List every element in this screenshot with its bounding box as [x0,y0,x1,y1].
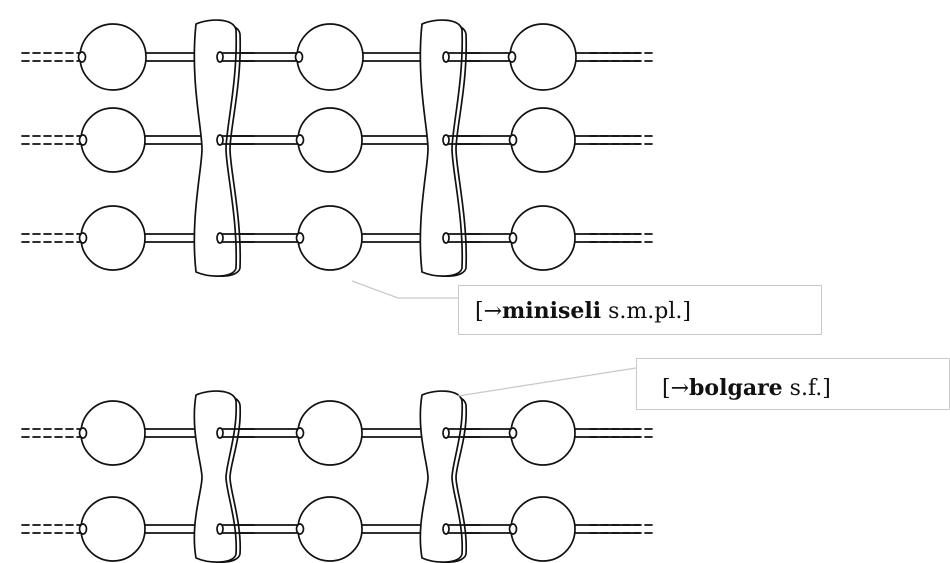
bead-hole [295,134,305,146]
chain-bottom-bead [80,400,146,466]
spacer-hole [442,523,450,535]
bead-hole [78,232,88,244]
callout-term: bolgare [689,375,783,401]
spacer-hole [216,232,224,244]
bead-hole [507,51,517,63]
chain-bottom-bead [510,496,576,562]
chain-bottom-spacer [419,390,464,563]
bead-hole [508,134,518,146]
chain-top-bead [509,23,577,91]
leader-line-miniseli [351,280,458,299]
chain-top-spacer [419,19,464,277]
callout-arrow: [→ [662,376,690,401]
callout-grammar: s.m.pl.] [601,299,691,324]
spacer-hole [442,51,450,63]
callout-arrow: [→ [475,299,503,324]
callout-miniseli: [→miniseli s.m.pl.] [458,285,822,335]
spacer-hole [442,134,450,146]
spacer-hole [442,232,450,244]
chain-top-bead [296,23,364,91]
chain-top-bead [79,23,147,91]
chain-bottom-bead [297,496,363,562]
spacer-hole [216,427,224,439]
chain-bottom-spacer [193,390,238,563]
chain-bottom-bead [297,400,363,466]
bead-hole [295,232,305,244]
callout-grammar: s.f.] [782,376,831,401]
spacer-hole [216,134,224,146]
leader-line-bolgare [457,367,637,397]
spacer-hole [442,427,450,439]
chain-top-bead [510,107,576,173]
bead-hole [508,232,518,244]
bead-hole [295,427,305,439]
chain-top-bead [297,205,363,271]
chain-top-bead [297,107,363,173]
leader-lines [351,280,637,397]
chain-top-bead [80,205,146,271]
bead-hole [295,523,305,535]
bead-hole [78,523,88,535]
bead-hole [78,134,88,146]
bead-hole [294,51,304,63]
callout-term: miniseli [502,298,602,324]
spacer-hole [216,523,224,535]
bead-hole [508,523,518,535]
chain-bottom-bead [510,400,576,466]
chain-top-bead [510,205,576,271]
chain-top-bead [80,107,146,173]
chain-bottom-bead [80,496,146,562]
chain-top-spacer [193,19,238,277]
callout-bolgare: [→bolgare s.f.] [636,358,950,410]
bead-hole [78,427,88,439]
bead-hole [77,51,87,63]
bead-hole [508,427,518,439]
spacer-hole [216,51,224,63]
